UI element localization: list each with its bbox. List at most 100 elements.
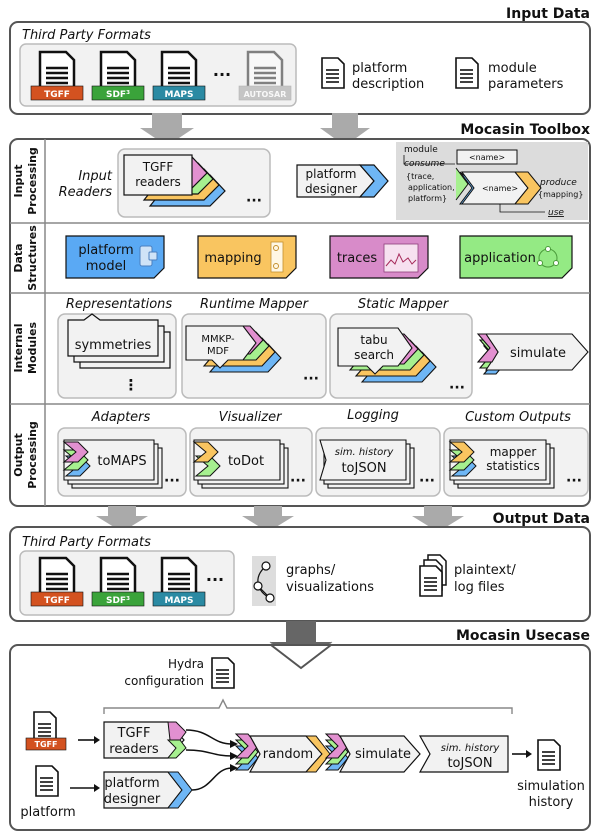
logging-label: Logging [347, 408, 399, 423]
output-sdf3-file-icon: SDF³ [91, 556, 145, 607]
adapters-ellipsis: ··· [164, 473, 180, 489]
todot-module [192, 439, 281, 481]
output-maps-format-label: MAPS [165, 596, 194, 606]
arrow-toolbox-to-output-2 [242, 506, 294, 532]
row-label-data-structures-2: Structures [26, 225, 39, 291]
legend-produce-label: produce [539, 178, 577, 188]
mapper-statistics-line2: statistics [486, 459, 540, 473]
usecase-platform-doc-icon [35, 765, 59, 797]
formats-ellipsis: ··· [213, 65, 231, 84]
plaintext-line1: plaintext/ [454, 563, 516, 578]
module-parameters-line1: module [488, 61, 537, 76]
legend-use-label: use [548, 208, 564, 218]
output-maps-file-icon: MAPS [152, 556, 206, 607]
autosar-file-icon: AUTOSAR [238, 50, 292, 101]
module-parameters-doc-icon [455, 57, 479, 89]
usecase-platform-designer-line1: platform [104, 776, 159, 791]
tomaps-label: toMAPS [97, 454, 146, 469]
random-module [234, 733, 331, 773]
third-party-formats-label: Third Party Formats [22, 28, 151, 43]
usecase-tgff-readers-line1: TGFF [117, 726, 151, 741]
custom-outputs-ellipsis: ··· [566, 473, 582, 489]
tabu-search-line1: tabu [360, 333, 387, 347]
section-title-mocasin-toolbox: Mocasin Toolbox [460, 122, 590, 138]
graph-icon [252, 556, 276, 606]
usecase-platform-label: platform [20, 805, 75, 820]
input-readers-line2: Readers [59, 185, 113, 200]
todot-label: toDot [228, 454, 264, 469]
platform-description-line1: platform [352, 61, 407, 76]
usecase-tgff-readers-module [103, 721, 187, 759]
arrow-input-to-toolbox-2 [320, 113, 370, 146]
tomaps-module [62, 439, 155, 481]
platform-model-line2: model [86, 259, 126, 274]
usecase-tojson-module [418, 735, 509, 773]
row-label-input-processing-1: Input [12, 165, 25, 198]
sdf3-format-label: SDF³ [106, 90, 130, 100]
section-title-input-data: Input Data [506, 6, 590, 22]
row-label-data-structures-1: Data [12, 243, 25, 272]
tgff-input-file-icon: TGFF [25, 711, 67, 751]
legend-consume-1: {trace, [406, 172, 434, 181]
graphs-line2: visualizations [286, 580, 374, 595]
platform-description-doc-icon [321, 57, 345, 89]
legend-consume-2: application, [408, 183, 455, 192]
logging-ellipsis: ··· [419, 473, 435, 489]
tabu-search-module-stack [337, 327, 437, 383]
tgff-file-icon: TGFF [30, 50, 84, 101]
usecase-tgff-label: TGFF [35, 740, 58, 749]
usecase-simulate-module [324, 733, 421, 773]
platform-designer-line1: platform [306, 167, 357, 181]
tgff-readers-line1: TGFF [142, 160, 174, 174]
legend-consume-label: consume [404, 159, 445, 169]
input-readers-ellipsis: ··· [246, 193, 262, 209]
output-third-party-formats-label: Third Party Formats [22, 535, 151, 550]
autosar-format-label: AUTOSAR [244, 90, 287, 99]
mapping-label: mapping [204, 251, 261, 266]
arrow-toolbox-to-output-3 [412, 506, 464, 532]
simulation-history-line2: history [529, 795, 574, 810]
mmkp-mdf-module [185, 325, 257, 369]
output-tgff-file-icon: TGFF [30, 556, 84, 607]
row-label-internal-modules-2: Modules [26, 322, 39, 374]
tgff-readers-module-stack [123, 154, 226, 207]
usecase-sim-history: sim. history [441, 743, 501, 754]
maps-format-label: MAPS [165, 90, 194, 100]
hydra-bracket [103, 698, 513, 714]
symmetries-label: symmetries [75, 338, 152, 353]
runtime-mapper-label: Runtime Mapper [200, 297, 310, 312]
platform-description-line2: description [352, 77, 424, 92]
application-structure [459, 235, 573, 279]
representations-label: Representations [66, 297, 173, 312]
platform-designer-line2: designer [305, 182, 357, 196]
row-label-output-processing-2: Processing [26, 421, 39, 489]
mmkp-mdf-line1: MMKP- [201, 334, 235, 345]
row-label-input-processing-2: Processing [26, 147, 39, 215]
row-label-internal-modules-1: Internal [12, 323, 25, 372]
simulate-module [476, 333, 589, 375]
mmkp-mdf-line2: MDF [207, 346, 229, 357]
adapters-label: Adapters [91, 410, 151, 425]
module-parameters-line2: parameters [488, 77, 564, 92]
maps-file-icon: MAPS [152, 50, 206, 101]
usecase-tojson: toJSON [447, 756, 492, 771]
sdf3-file-icon: SDF³ [91, 50, 145, 101]
tojson-module [319, 439, 407, 481]
arrow-toolbox-to-output-1 [96, 506, 148, 532]
application-label: application [464, 251, 536, 266]
output-tgff-format-label: TGFF [44, 596, 70, 606]
static-mapper-ellipsis: ··· [449, 380, 465, 396]
graphs-line1: graphs/ [286, 563, 336, 578]
traces-structure [329, 235, 429, 279]
output-formats-ellipsis: ··· [206, 570, 224, 589]
platform-model-structure [65, 235, 165, 279]
custom-outputs-label: Custom Outputs [465, 410, 571, 425]
visualizer-label: Visualizer [219, 410, 284, 425]
usecase-platform-designer-module [103, 771, 193, 809]
output-sdf3-format-label: SDF³ [106, 596, 130, 606]
mapping-structure [197, 235, 297, 279]
random-label: random [263, 747, 313, 762]
simulation-history-doc-icon [537, 739, 561, 771]
logging-sim-history: sim. history [335, 447, 395, 458]
